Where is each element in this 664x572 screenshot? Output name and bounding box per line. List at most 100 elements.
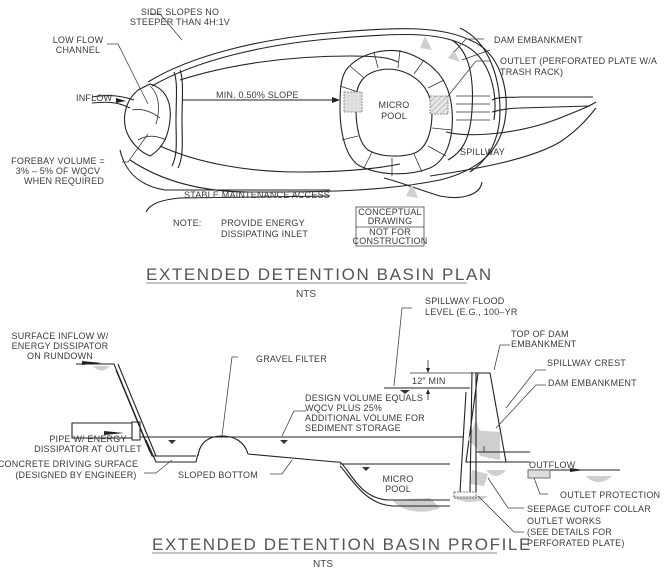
leader-outlet-protection: [533, 477, 548, 495]
svg-text:NOT FOR: NOT FOR: [369, 227, 411, 237]
label-dam-embankment-profile: DAM EMBANKMENT: [548, 378, 637, 388]
basin-outer-edge: [129, 28, 507, 193]
svg-text:(SEE DETAILS FOR: (SEE DETAILS FOR: [527, 527, 612, 537]
svg-text:CONCEPTUAL: CONCEPTUAL: [358, 207, 422, 217]
inflow-pipe: [91, 95, 135, 109]
leader-outlet: [447, 60, 490, 97]
label-side-slopes: SIDE SLOPES NO: [141, 7, 219, 17]
svg-text:CHANNEL: CHANNEL: [56, 45, 100, 55]
label-low-flow-channel: LOW FLOW: [53, 35, 104, 45]
label-spillway-crest: SPILLWAY CREST: [547, 358, 626, 368]
label-outflow: OUTFLOW: [529, 460, 576, 470]
water-level-symbols: [168, 390, 410, 471]
outflow-arrow: [570, 468, 584, 472]
label-spillway: SPILLWAY: [460, 147, 505, 157]
svg-text:DRAWING: DRAWING: [368, 216, 413, 226]
profile-scale: NTS: [313, 559, 333, 570]
label-design-volume: DESIGN VOLUME EQUALS: [305, 393, 423, 403]
outlet-works-base: [453, 491, 477, 499]
label-outlet: OUTLET (PERFORATED PLATE W/A: [500, 56, 657, 66]
svg-text:ON RUNDOWN: ON RUNDOWN: [27, 351, 93, 361]
svg-text:DISSIPATOR AT OUTLET: DISSIPATOR AT OUTLET: [34, 444, 142, 454]
basin-inner-toe-bottom: [159, 145, 401, 173]
soil-patch: [486, 470, 506, 476]
note-text: PROVIDE ENERGY: [221, 218, 305, 228]
gravel-filter-mound: [197, 435, 249, 457]
leader-concrete: [144, 459, 173, 474]
leader-top-of-dam: [493, 344, 510, 371]
slope-tick: [406, 184, 418, 198]
label-top-of-dam: TOP OF DAM: [511, 329, 569, 339]
forebay-berm: [171, 69, 184, 169]
leader-spillway-flood: [393, 307, 412, 387]
label-outlet-protection: OUTLET PROTECTION: [560, 490, 660, 500]
rundown-edge: [117, 363, 157, 457]
inlet-gravel-block: [343, 91, 363, 113]
leader-dam-embankment: [453, 38, 484, 53]
outlet-riser: [459, 371, 477, 493]
svg-text:POOL: POOL: [385, 484, 411, 494]
leader-spillway-crest: [505, 369, 546, 409]
svg-text:(DESIGNED BY ENGINEER): (DESIGNED BY ENGINEER): [15, 470, 136, 480]
dam-riprap-lines: [456, 49, 491, 121]
label-freeboard: 12" MIN: [412, 376, 446, 386]
leader-seepage: [487, 477, 524, 509]
leader-design-volume: [281, 410, 306, 437]
micropool-bottom-inner: [339, 465, 450, 507]
soil-patch: [92, 366, 110, 371]
label-surface-inflow: SURFACE INFLOW W/: [12, 331, 109, 341]
sloped-bottom: [247, 453, 337, 463]
leader-dam-embankment-profile: [495, 384, 546, 429]
outlet-protection: [527, 469, 551, 479]
svg-text:TRASH RACK): TRASH RACK): [500, 67, 563, 77]
basin-inner-toe: [179, 55, 399, 81]
svg-text:WHEN REQUIRED: WHEN REQUIRED: [24, 176, 104, 186]
access-road-lower: [383, 177, 483, 199]
label-spillway-flood-level: SPILLWAY FLOOD: [425, 296, 505, 306]
soil-patch: [392, 498, 440, 512]
svg-text:STEEPER THAN 4H:1V: STEEPER THAN 4H:1V: [130, 17, 230, 27]
forebay-divider: [131, 85, 167, 141]
leader-outlet-works: [477, 495, 524, 533]
plan-scale: NTS: [296, 289, 316, 300]
surface-inflow-arrow: [82, 361, 102, 365]
micropool-riprap-lines: [339, 49, 453, 176]
label-forebay: FOREBAY VOLUME =: [11, 156, 105, 166]
label-concrete-surface: CONCRETE DRIVING SURFACE: [0, 459, 138, 469]
label-maintenance-access: STABLE MAINTENANCE ACCESS: [184, 190, 330, 200]
label-dam-embankment: DAM EMBANKMENT: [494, 35, 583, 45]
svg-text:PERFORATED PLATE): PERFORATED PLATE): [527, 538, 625, 548]
soil-patch: [586, 476, 612, 482]
svg-text:SEDIMENT STORAGE: SEDIMENT STORAGE: [305, 423, 401, 433]
label-outlet-works: OUTLET WORKS: [527, 516, 601, 526]
plan-title: EXTENDED DETENTION BASIN PLAN: [146, 265, 493, 284]
micropool-bottom: [336, 461, 450, 501]
leader-low-flow: [107, 43, 149, 105]
plan-view: SIDE SLOPES NO STEEPER THAN 4H:1V LOW FL…: [11, 7, 657, 300]
svg-text:WQCV PLUS 25%: WQCV PLUS 25%: [305, 403, 382, 413]
rundown-inner: [115, 369, 151, 453]
access-road-top: [119, 149, 331, 213]
outflow-channel: [491, 96, 593, 113]
svg-text:EMBANKMENT: EMBANKMENT: [511, 339, 577, 349]
label-sloped-bottom: SLOPED BOTTOM: [178, 470, 258, 480]
leader-gravel-filter: [221, 356, 238, 437]
label-inflow: INFLOW: [76, 93, 113, 103]
label-gravel-filter: GRAVEL FILTER: [256, 354, 327, 364]
label-seepage-collar: SEEPAGE CUTOFF COLLAR: [527, 504, 651, 514]
leader-side-slopes: [150, 13, 183, 41]
label-micro-pool: MICRO: [379, 100, 410, 110]
profile-labels: SURFACE INFLOW W/ ENERGY DISSIPATOR ON R…: [0, 296, 660, 548]
inflow-arrow: [116, 98, 126, 103]
slope-arrow: [332, 97, 340, 103]
svg-text:DISSIPATING INLET: DISSIPATING INLET: [221, 229, 308, 239]
pipe-headwall: [131, 421, 141, 441]
svg-text:POOL: POOL: [381, 111, 407, 121]
label-min-slope: MIN. 0.50% SLOPE: [216, 90, 299, 100]
basin-outer-edge-2: [151, 33, 496, 121]
spillway-outline: [429, 101, 597, 177]
leader-forebay: [122, 133, 149, 163]
dam-embankment-inner: [447, 39, 473, 161]
slope-tick: [448, 50, 460, 62]
